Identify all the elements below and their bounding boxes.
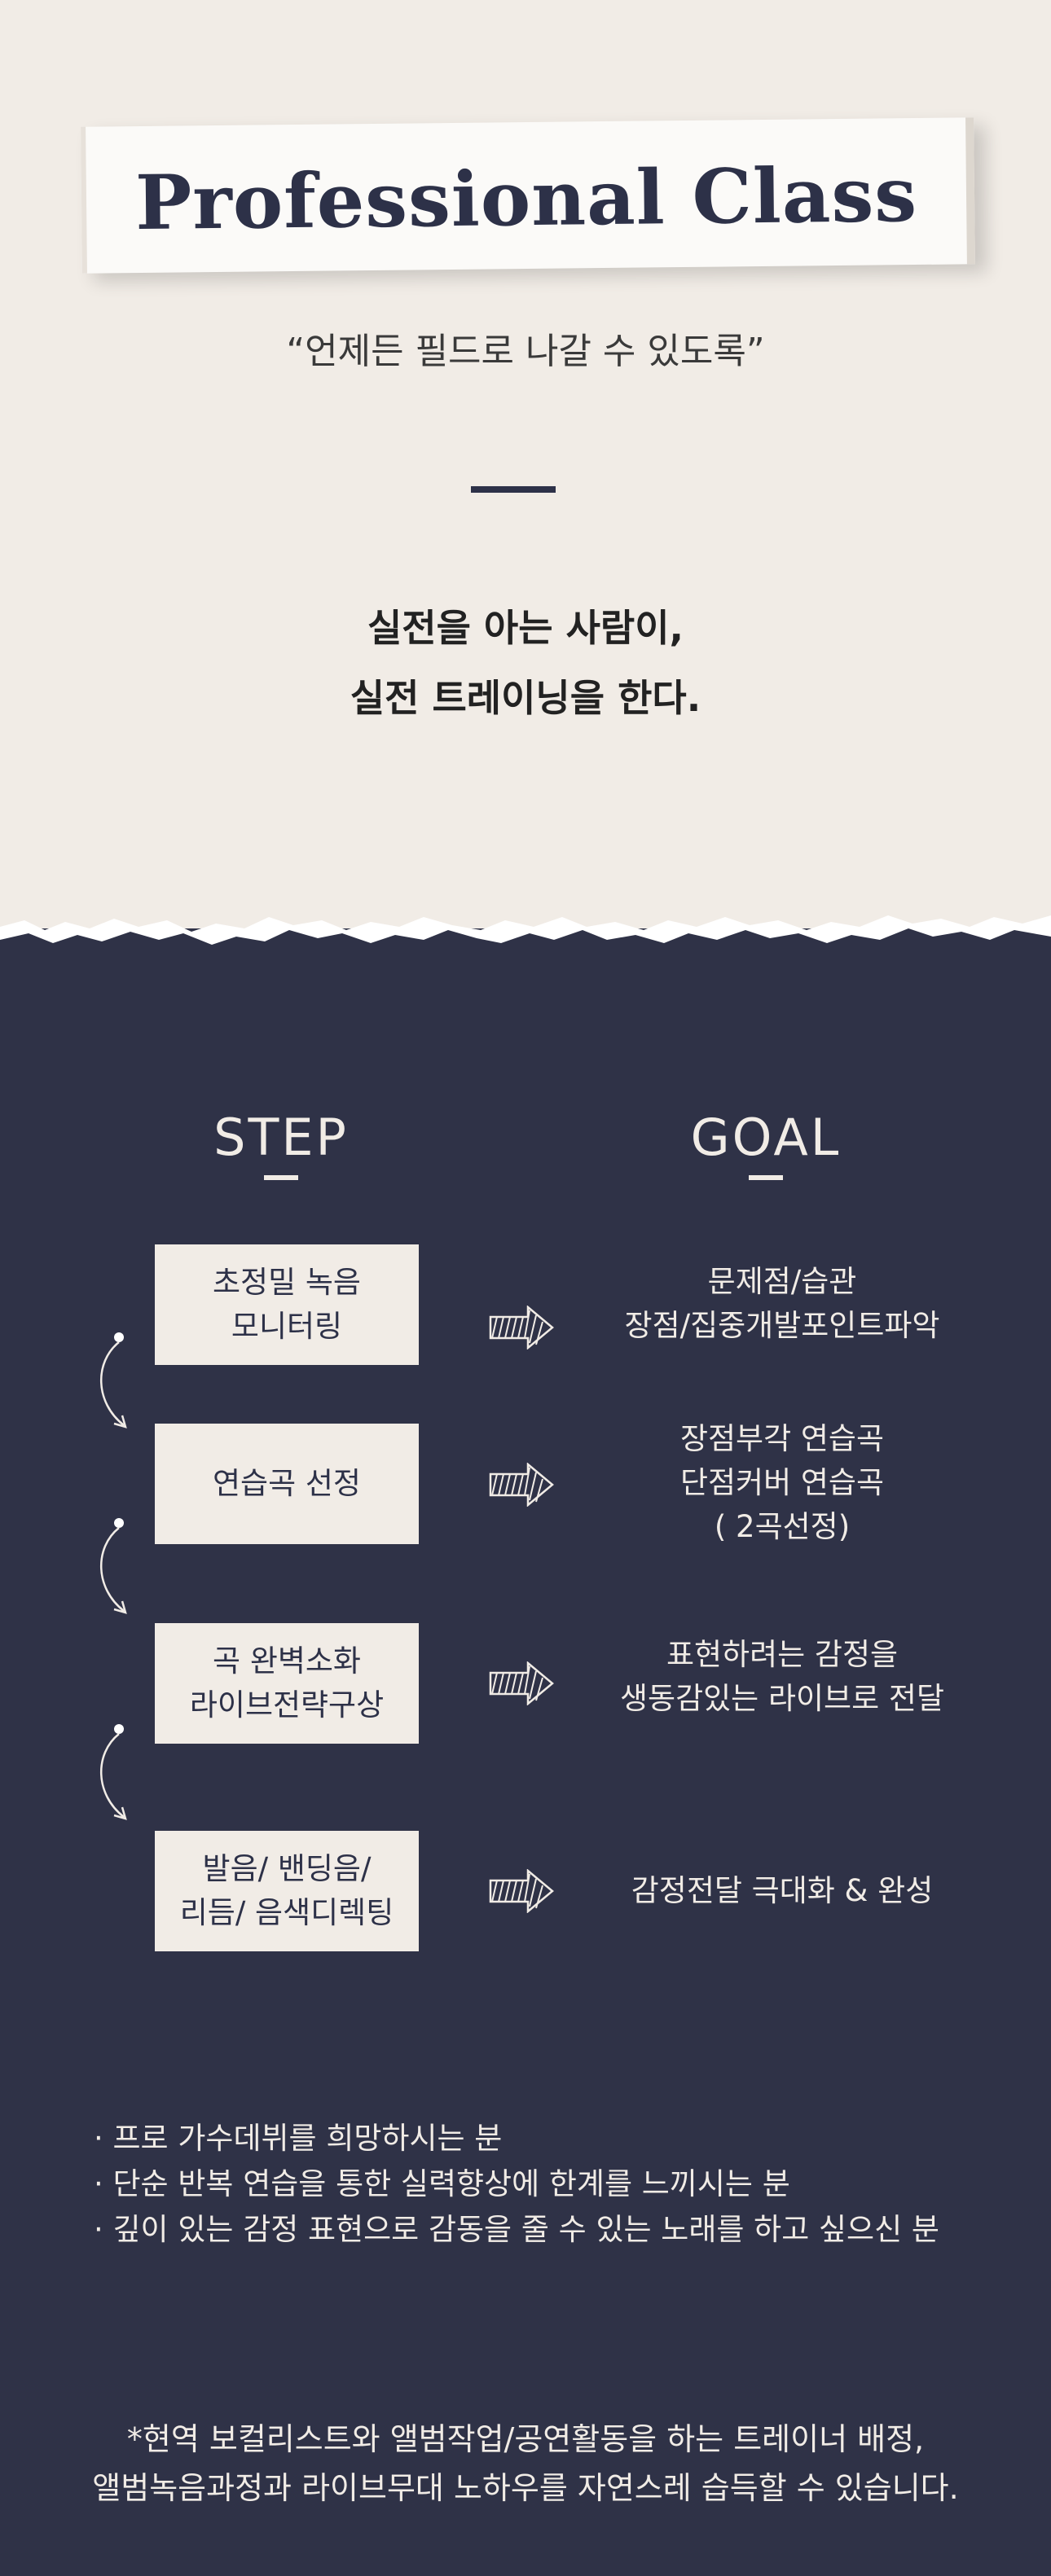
step-label-1: 초정밀 녹음 모니터링 [213,1265,361,1344]
step-label-2: 연습곡 선정 [213,1466,361,1501]
hatched-right-arrow-icon [489,1306,554,1349]
footer-line-2: 앨범녹음과정과 라이브무대 노하우를 자연스레 습득할 수 있습니다. [92,2470,959,2506]
torn-paper-edge [0,915,1051,969]
step-label-4: 발음/ 밴딩음/ 리듬/ 음색디렉팅 [179,1851,394,1930]
step-box-1: 초정밀 녹음 모니터링 [155,1244,419,1365]
step-box-3: 곡 완벽소화 라이브전략구상 [155,1623,419,1744]
step-box-4: 발음/ 밴딩음/ 리듬/ 음색디렉팅 [155,1831,419,1951]
list-item: · 프로 가수데뷔를 희망하시는 분 [94,2121,503,2156]
hatched-right-arrow-icon [489,1869,554,1913]
goal-heading-underline [749,1175,783,1180]
goal-text-1: 문제점/습관 장점/집중개발포인트파악 [624,1264,940,1343]
curved-down-arrow-icon [100,1724,127,1820]
step-label-3: 곡 완벽소화 라이브전략구상 [189,1643,385,1722]
hatched-right-arrow-icon [489,1463,554,1507]
goal-text-3: 표현하려는 감정을 생동감있는 라이브로 전달 [620,1637,944,1716]
list-item: · 단순 반복 연습을 통한 실력향상에 한계를 느끼시는 분 [94,2166,790,2201]
dark-section [0,928,1051,2576]
footer-line-1: *현역 보컬리스트와 앨범작업/공연활동을 하는 트레이너 배정, [126,2421,925,2457]
title-banner: Professional Class [81,117,975,274]
divider-dash [471,486,556,493]
headline-line-2: 실전 트레이닝을 한다. [350,676,701,720]
step-column-heading: STEP [213,1108,349,1167]
tagline-quote: “언제든 필드로 나갈 수 있도록” [286,331,765,372]
headline-line-1: 실전을 아는 사람이, [367,606,684,650]
list-item: · 깊이 있는 감정 표현으로 감동을 줄 수 있는 노래를 하고 싶으신 분 [94,2212,939,2247]
target-audience-list: · 프로 가수데뷔를 희망하시는 분 · 단순 반복 연습을 통한 실력향상에 … [94,2116,990,2253]
footer-note: *현역 보컬리스트와 앨범작업/공연활동을 하는 트레이너 배정, 앨범녹음과정… [0,2415,1051,2512]
curved-down-arrow-icon [100,1518,127,1614]
curved-down-arrow-icon [100,1332,127,1428]
goal-column-heading: GOAL [690,1108,842,1167]
goal-text-2: 장점부각 연습곡 단점커버 연습곡 ( 2곡선정) [679,1421,885,1544]
page-title: Professional Class [134,150,918,248]
headline: 실전을 아는 사람이, 실전 트레이닝을 한다. [0,593,1051,733]
goal-text-4: 감정전달 극대화 & 완성 [631,1873,934,1908]
hatched-right-arrow-icon [489,1661,554,1705]
step-heading-underline [264,1175,298,1180]
step-box-2: 연습곡 선정 [155,1424,419,1544]
